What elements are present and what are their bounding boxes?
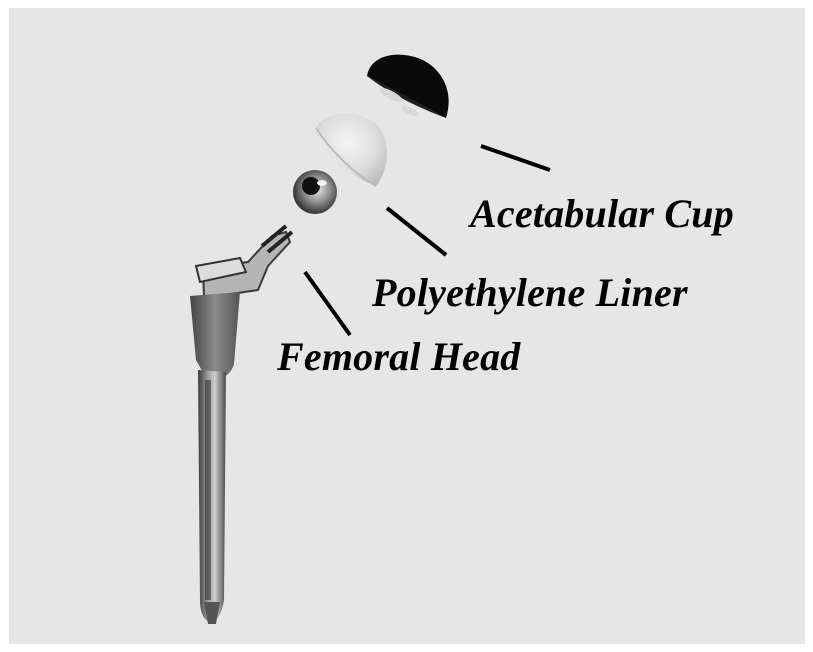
label-acetabular-cup: Acetabular Cup [470,194,734,234]
label-femoral-head: Femoral Head [277,337,521,377]
leader-line-femoral-head [305,272,350,335]
acetabular-cup [367,55,449,119]
label-polyethylene-liner: Polyethylene Liner [372,273,688,313]
femoral-stem [190,226,292,624]
femoral-head [293,170,337,214]
leader-line-acetabular-cup [481,146,550,170]
leader-line-polyethylene-liner [387,208,446,255]
